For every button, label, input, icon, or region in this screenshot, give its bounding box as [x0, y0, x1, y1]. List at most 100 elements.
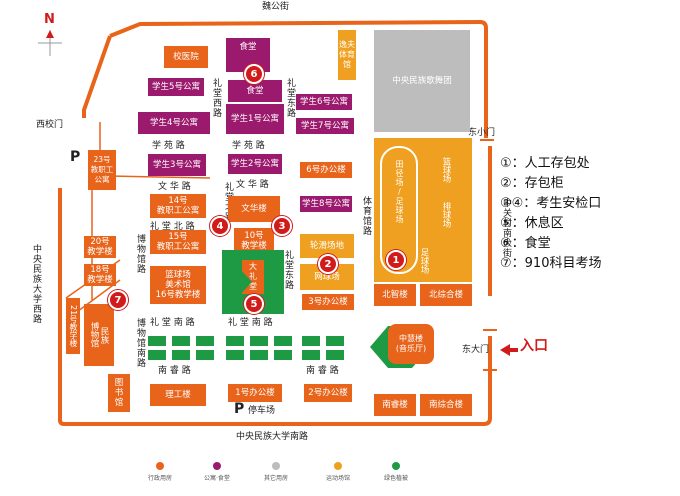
road-bowuguan: 博物馆路: [135, 234, 145, 274]
marker-2: 2: [318, 254, 338, 274]
compass: N: [30, 12, 70, 56]
legend: ①：人工存包处 ②：存包柜 ③④：考生安检口 ⑤：休息区 ⑥：食堂 ⑦：910科…: [500, 154, 601, 274]
building-beizhi: 北智楼: [374, 284, 416, 306]
building-office6: 6号办公楼: [300, 162, 352, 178]
parking-p1: P: [70, 149, 81, 165]
road-minda-south: 中央民族大学南路: [236, 432, 309, 442]
category-dorm: 公寓·食堂: [204, 462, 230, 482]
skating-area: 轮滑场地: [300, 234, 354, 258]
category-label: 其它用房: [264, 475, 289, 482]
road-litang-north-2: 礼 堂 北 路: [150, 222, 195, 232]
football-court: 足球场: [418, 246, 430, 276]
building-dorm4: 学生4号公寓: [138, 112, 210, 134]
building-beizonghe: 北综合楼: [420, 284, 472, 306]
building-nanrui: 南睿楼: [374, 394, 416, 416]
building-dorm6: 学生6号公寓: [296, 94, 352, 110]
building-teach10: 10号 教学楼: [234, 228, 274, 254]
building-sports-hall: 逸夫 体育 馆: [338, 30, 356, 80]
road-wenhua-1: 文 华 路: [158, 182, 191, 192]
road-bowuguan-south: 博物馆南路: [135, 318, 145, 368]
category-admin: 行政用房: [148, 462, 172, 482]
marker-1: 1: [386, 250, 406, 270]
building-staff15: 15号 教职工公寓: [150, 230, 206, 254]
marker-4: 4: [210, 216, 230, 236]
compass-icon: [38, 30, 62, 56]
category-dot: [212, 462, 221, 470]
marker-7: 7: [108, 290, 128, 310]
road-tiyuguan: 体育馆路: [361, 196, 371, 236]
building-dorm7: 学生7号公寓: [296, 118, 354, 134]
building-museum: 民族 博物馆: [84, 304, 114, 366]
road-wenhua-2: 文 华 路: [236, 180, 269, 190]
legend-item-5: ⑥：食堂: [500, 236, 551, 251]
road-nanrui-1: 南 睿 路: [158, 366, 191, 376]
building-song-dance: 中央民族歌舞团: [374, 30, 470, 132]
building-dorm1: 学生1号公寓: [226, 104, 284, 134]
building-zhonghui: 中慧楼 (音乐厅): [388, 324, 434, 364]
road-litang-east: 礼堂东路: [285, 78, 295, 118]
road-litang-south: 礼 堂 南 路: [150, 318, 195, 328]
road-zhongguancun: 中关村南大街: [501, 198, 511, 258]
road-xueyuan-1: 学 苑 路: [152, 141, 185, 151]
running-track: [380, 146, 418, 274]
north-label: N: [44, 12, 55, 27]
building-dorm2: 学生2号公寓: [228, 154, 282, 174]
volleyball-court: 排球场: [440, 198, 452, 232]
parking-p2: P: [234, 401, 245, 417]
category-label: 行政用房: [148, 475, 173, 482]
building-wenhua: 文华楼: [228, 196, 280, 222]
building-teach20: 20号 教学楼: [84, 236, 116, 258]
category-dot: [156, 462, 164, 470]
category-label: 运动场馆: [326, 475, 351, 482]
building-dorm8: 学生8号公寓: [300, 196, 352, 212]
road-weigong: 魏公街: [262, 2, 290, 12]
entrance-label: 入口: [520, 338, 548, 354]
category-dot: [272, 462, 280, 470]
building-staff23: 23号 教职工 公寓: [88, 150, 116, 190]
marker-5: 5: [244, 294, 264, 314]
building-teach21: 21号教学楼: [66, 298, 80, 354]
building-nanzonghe: 南综合楼: [420, 394, 472, 416]
building-office3: 3号办公楼: [302, 294, 354, 310]
building-canteen: 食堂: [228, 80, 282, 102]
building-office1: 1号办公楼: [228, 384, 282, 402]
canteen-top-label: 食堂: [239, 42, 257, 52]
road-xueyuan-2: 学 苑 路: [232, 141, 265, 151]
category-green: 绿色植被: [384, 462, 408, 482]
legend-item-6: ⑦：910科目考场: [500, 256, 602, 271]
gate-xixiaomen: 西校门: [36, 120, 64, 130]
building-hospital: 校医院: [164, 46, 208, 68]
road-litang-west: 礼堂西路: [211, 78, 221, 118]
basketball-court: 篮球场: [440, 148, 452, 192]
category-label: 公寓·食堂: [204, 475, 230, 482]
gate-dongxiaomen: 东小门: [468, 128, 496, 138]
building-office2: 2号办公楼: [304, 384, 352, 402]
legend-item-2: ②：存包柜: [500, 176, 564, 191]
building-library: 图 书 馆: [108, 374, 130, 412]
marker-6: 6: [244, 64, 264, 84]
road-minda-west: 中央民族大学西路: [31, 244, 41, 324]
building-teach18: 18号 教学楼: [84, 264, 116, 286]
building-dorm5: 学生5号公寓: [148, 78, 204, 96]
legend-item-3: ③④：考生安检口: [500, 196, 602, 211]
track-label: 田径场/足球场: [395, 160, 404, 224]
building-basketball-art: 篮球场 美术馆 16号教学楼: [150, 266, 206, 304]
building-staff14: 14号 教职工公寓: [150, 194, 206, 218]
category-sports: 运动场馆: [326, 462, 350, 482]
wenhua-label: 文华楼: [241, 204, 267, 214]
road-litang-east-2: 礼堂东路: [283, 250, 293, 290]
gate-east: 东大门: [462, 345, 490, 355]
category-dot: [392, 462, 400, 470]
building-dorm3: 学生3号公寓: [148, 154, 206, 176]
category-dot: [334, 462, 342, 470]
road-litang-south-2: 礼 堂 南 路: [228, 318, 273, 328]
building-ligong: 理工楼: [150, 384, 206, 406]
road-nanrui-2: 南 睿 路: [306, 366, 339, 376]
legend-item-4: ⑤：休息区: [500, 216, 564, 231]
marker-3: 3: [272, 216, 292, 236]
category-other: 其它用房: [264, 462, 288, 482]
category-label: 绿色植被: [384, 475, 409, 482]
legend-item-1: ①：人工存包处: [500, 156, 590, 171]
